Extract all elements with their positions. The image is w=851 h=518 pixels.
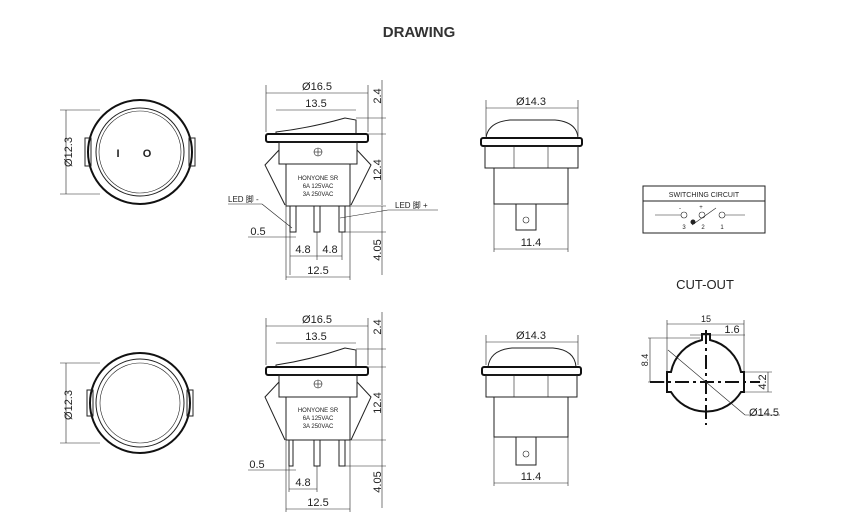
pin-pitch-2-dim: 4.8 xyxy=(322,244,337,256)
bottom-pin-length-dim: 4.05 xyxy=(372,471,384,492)
cut-out-title: CUT-OUT xyxy=(676,277,734,292)
pin-length-dim: 4.05 xyxy=(372,239,384,260)
bottom-pin-pitch-dim: 4.8 xyxy=(295,477,310,489)
cut-out-flat-dim: 4.2 xyxy=(757,374,769,389)
led-plus-label: LED 脚 + xyxy=(395,200,428,210)
bottom-label-line1: HONYONE SR xyxy=(298,408,339,414)
off-mark: I xyxy=(116,148,119,160)
cut-out-width-dim: 15 xyxy=(701,314,711,324)
bottom-rocker-height-dim: 2.4 xyxy=(372,319,384,334)
bottom-rocker-width-dim: 13.5 xyxy=(305,331,326,343)
bottom-body-height-dim: 12.4 xyxy=(372,392,384,413)
body-width-dim: 12.5 xyxy=(307,265,328,277)
switching-circuit: SWITCHING CIRCUIT - + 3 2 1 xyxy=(642,185,766,234)
front-diameter-dim: Ø12.3 xyxy=(63,137,75,167)
end-diameter-dim: Ø14.3 xyxy=(516,96,546,108)
label-line3: 3A 250VAC xyxy=(303,192,334,198)
top-end-view: Ø14.3 11.4 xyxy=(480,96,583,252)
drawing-title: DRAWING xyxy=(383,24,456,41)
circuit-pin-1: 1 xyxy=(720,225,724,231)
bottom-body-width-dim: 12.5 xyxy=(307,497,328,509)
pin-width-dim: 0.5 xyxy=(250,226,265,238)
circuit-pin-3: 3 xyxy=(682,225,686,231)
bottom-end-diameter-dim: Ø14.3 xyxy=(516,330,546,342)
circuit-pin-2: 2 xyxy=(701,225,705,231)
body-height-dim: 12.4 xyxy=(372,159,384,180)
bottom-end-view: Ø14.3 11.4 xyxy=(481,330,582,486)
pin-pitch-1-dim: 4.8 xyxy=(295,244,310,256)
label-line1: HONYONE SR xyxy=(298,176,339,182)
circuit-title: SWITCHING CIRCUIT xyxy=(669,192,740,199)
bottom-side-view: HONYONE SR 6A 125VAC 3A 250VAC Ø16.5 13.… xyxy=(248,312,386,512)
end-width-dim: 11.4 xyxy=(521,237,542,249)
cut-out-slot-dim: 1.6 xyxy=(724,324,739,336)
top-side-view: HONYONE SR 6A 125VAC 3A 250VAC Ø16.5 13.… xyxy=(228,80,438,280)
rocker-height-dim: 2.4 xyxy=(372,88,384,103)
bottom-front-view: Ø12.3 xyxy=(60,352,194,454)
circuit-minus: - xyxy=(679,206,681,212)
bottom-label-line3: 3A 250VAC xyxy=(303,424,334,430)
label-line2: 6A 125VAC xyxy=(303,184,334,190)
bottom-end-width-dim: 11.4 xyxy=(521,471,542,483)
circuit-plus: + xyxy=(699,205,703,211)
led-minus-label: LED 脚 - xyxy=(228,194,259,204)
cut-out-half-height-dim: 8.4 xyxy=(640,354,650,367)
rocker-width-dim: 13.5 xyxy=(305,98,326,110)
bottom-label-line2: 6A 125VAC xyxy=(303,416,334,422)
cut-out-view: CUT-OUT 15 1.6 8.4 4.2 Ø14.5 xyxy=(640,277,780,425)
cut-out-diameter-dim: Ø14.5 xyxy=(749,407,779,419)
bottom-front-diameter-dim: Ø12.3 xyxy=(63,390,75,420)
bottom-outer-diameter-dim: Ø16.5 xyxy=(302,314,332,326)
top-front-view: Ø12.3 I O xyxy=(60,99,196,205)
bottom-pin-width-dim: 0.5 xyxy=(249,459,264,471)
outer-diameter-dim: Ø16.5 xyxy=(302,81,332,93)
on-mark: O xyxy=(143,148,152,160)
